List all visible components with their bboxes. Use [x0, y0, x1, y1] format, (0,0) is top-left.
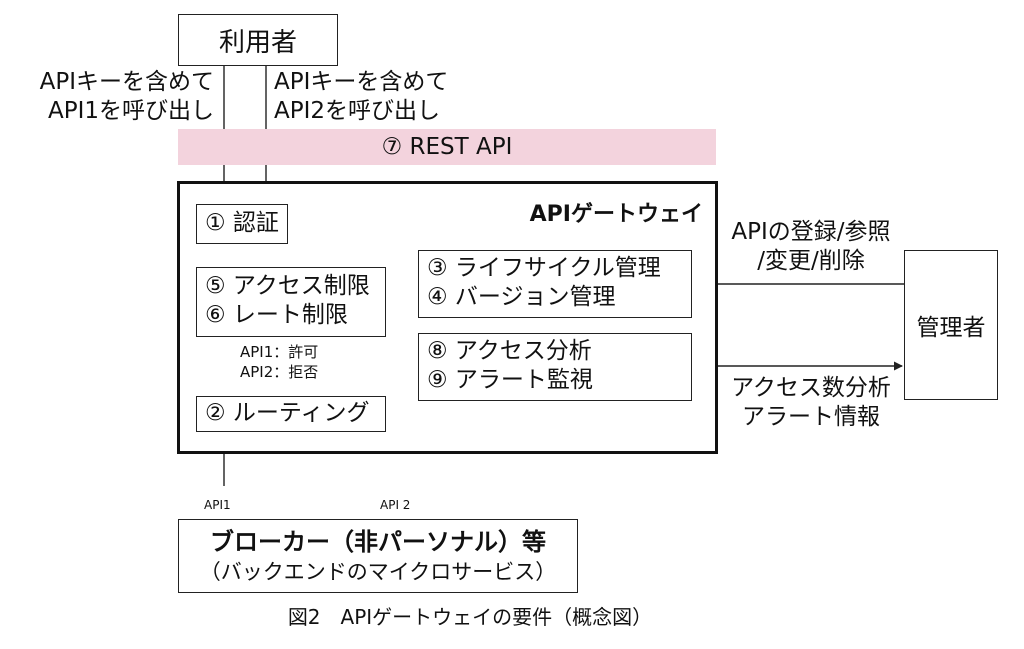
admin-ops-label: APIの登録/参照 /変更/削除 — [718, 218, 904, 276]
admin-box: 管理者 — [904, 250, 998, 400]
call-api1-line2: API1を呼び出し — [47, 98, 214, 124]
admin-output-label: アクセス数分析 アラート情報 — [718, 374, 904, 432]
admin-ops-line2: /変更/削除 — [757, 248, 865, 274]
auth-box: ① 認証 — [196, 204, 288, 244]
limit-box: ⑤ アクセス制限 ⑥ レート制限 — [196, 267, 386, 337]
admin-out-line1: アクセス数分析 — [731, 375, 891, 401]
admin-ops-line1: APIの登録/参照 — [731, 219, 891, 245]
user-label: 利用者 — [218, 27, 297, 58]
call-api2-line1: APIキーを含めて — [274, 69, 449, 95]
api1-small-label: API1 — [204, 498, 231, 512]
auth-label: ① 認証 — [205, 210, 279, 236]
api-permission-note: API1：許可 API2：拒否 — [240, 342, 318, 382]
api2-small-label: API 2 — [380, 498, 411, 512]
gateway-title: APIゲートウェイ — [529, 202, 703, 227]
call-api2-label: APIキーを含めて API2を呼び出し — [274, 68, 474, 126]
alert-monitor-label: ⑨ アラート監視 — [427, 367, 593, 393]
broker-subtitle: （バックエンドのマイクロサービス） — [199, 560, 557, 584]
admin-label: 管理者 — [916, 315, 986, 341]
rest-api-label: ⑦ REST API — [381, 134, 513, 160]
admin-out-line2: アラート情報 — [742, 404, 880, 430]
lifecycle-box: ③ ライフサイクル管理 ④ バージョン管理 — [418, 250, 692, 318]
broker-title: ブローカー（非パーソナル）等 — [210, 528, 546, 556]
routing-box: ② ルーティング — [196, 396, 386, 432]
api1-allowed: API1：許可 — [240, 343, 319, 361]
analysis-box: ⑧ アクセス分析 ⑨ アラート監視 — [418, 333, 692, 401]
routing-label: ② ルーティング — [205, 400, 370, 426]
lifecycle-label: ③ ライフサイクル管理 — [427, 255, 661, 281]
call-api1-line1: APIキーを含めて — [39, 69, 214, 95]
user-box: 利用者 — [178, 14, 338, 66]
broker-box: ブローカー（非パーソナル）等 （バックエンドのマイクロサービス） — [178, 519, 578, 593]
rate-limit-label: ⑥ レート制限 — [205, 302, 348, 328]
access-limit-label: ⑤ アクセス制限 — [205, 273, 370, 299]
version-label: ④ バージョン管理 — [427, 284, 616, 310]
figure-caption: 図2 APIゲートウェイの要件（概念図） — [287, 605, 653, 629]
call-api1-label: APIキーを含めて API1を呼び出し — [14, 68, 214, 126]
api2-denied: API2：拒否 — [240, 363, 319, 381]
call-api2-line2: API2を呼び出し — [274, 98, 441, 124]
access-analysis-label: ⑧ アクセス分析 — [427, 338, 592, 364]
rest-api-band: ⑦ REST API — [178, 129, 716, 165]
